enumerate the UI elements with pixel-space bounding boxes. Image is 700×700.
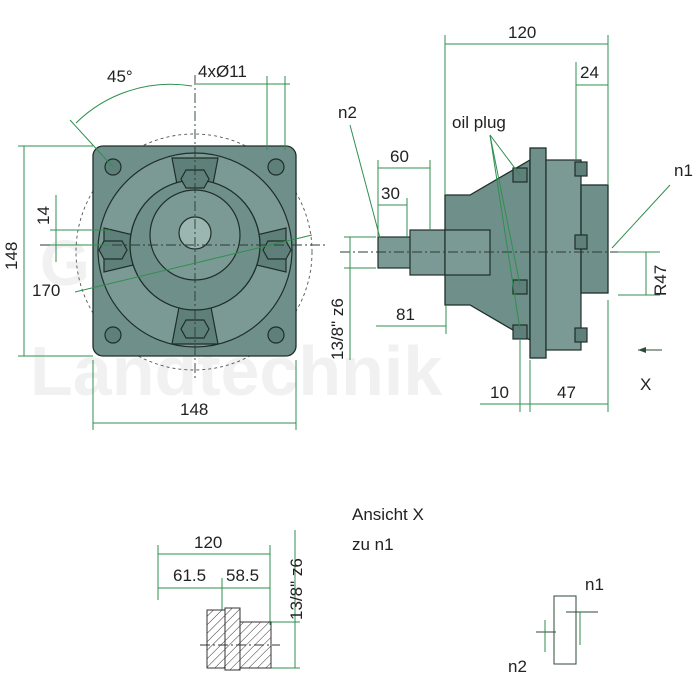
dim-front-width: 148 — [180, 400, 208, 419]
dim-front-height: 148 — [2, 242, 21, 270]
input-shaft-spline — [377, 236, 415, 269]
dim-detail-length: 120 — [194, 533, 222, 552]
dim-side-length: 120 — [508, 23, 536, 42]
label-oil-plug: oil plug — [452, 113, 506, 132]
pcd-circle — [75, 133, 313, 371]
oil-plug-icon — [512, 324, 528, 340]
oil-plug-icon — [512, 279, 528, 295]
detail-ring-section — [224, 607, 241, 671]
detail-view: 120 61.5 58.5 13/8" z6 — [157, 530, 306, 671]
dim-shaft-60: 60 — [390, 147, 409, 166]
dim-angle: 45° — [107, 67, 133, 86]
label-n2: n2 — [338, 103, 357, 122]
hex-bolt-icon — [98, 240, 128, 260]
bolt-icon — [267, 158, 285, 176]
dim-side-spline: 13/8" z6 — [328, 298, 347, 360]
dim-detail-a: 61.5 — [173, 566, 206, 585]
view-x-n1: n1 — [585, 575, 604, 594]
bolt-icon — [574, 234, 588, 250]
dim-shaft-30: 30 — [381, 184, 400, 203]
detail-collar-section — [206, 609, 226, 669]
label-n1: n1 — [674, 161, 693, 180]
side-view: 120 24 60 30 81 13/8" z6 10 47 R47 — [328, 23, 693, 412]
dim-offset: 14 — [34, 206, 53, 225]
dim-holes: 4xØ11 — [198, 62, 247, 81]
side-flange — [529, 147, 547, 359]
view-x-n2: n2 — [508, 657, 527, 676]
view-x-subtitle: zu n1 — [352, 535, 394, 554]
dim-flange-depth: 24 — [580, 63, 599, 82]
view-x: Ansicht X zu n1 n1 n2 — [352, 505, 604, 676]
dim-pcd: 170 — [32, 281, 60, 300]
front-view: 148 148 14 170 4xØ11 45° — [2, 62, 325, 430]
bolt-icon — [267, 326, 285, 344]
view-x-title: Ansicht X — [352, 505, 424, 524]
bolt-icon — [574, 327, 588, 343]
dim-shaft-81: 81 — [396, 305, 415, 324]
bolt-icon — [104, 326, 122, 344]
input-shaft-collar — [409, 229, 451, 276]
dim-detail-spline: 13/8" z6 — [287, 558, 306, 620]
side-housing — [545, 159, 582, 351]
gearbox-neck — [444, 229, 491, 276]
dim-10: 10 — [490, 383, 509, 402]
dim-detail-b: 58.5 — [226, 566, 259, 585]
dim-radius: R47 — [651, 265, 670, 296]
view-x-housing — [553, 595, 577, 665]
bolt-icon — [574, 161, 588, 177]
arrow-left-icon — [638, 347, 646, 353]
label-view-x: X — [640, 375, 651, 394]
dim-47: 47 — [557, 383, 576, 402]
